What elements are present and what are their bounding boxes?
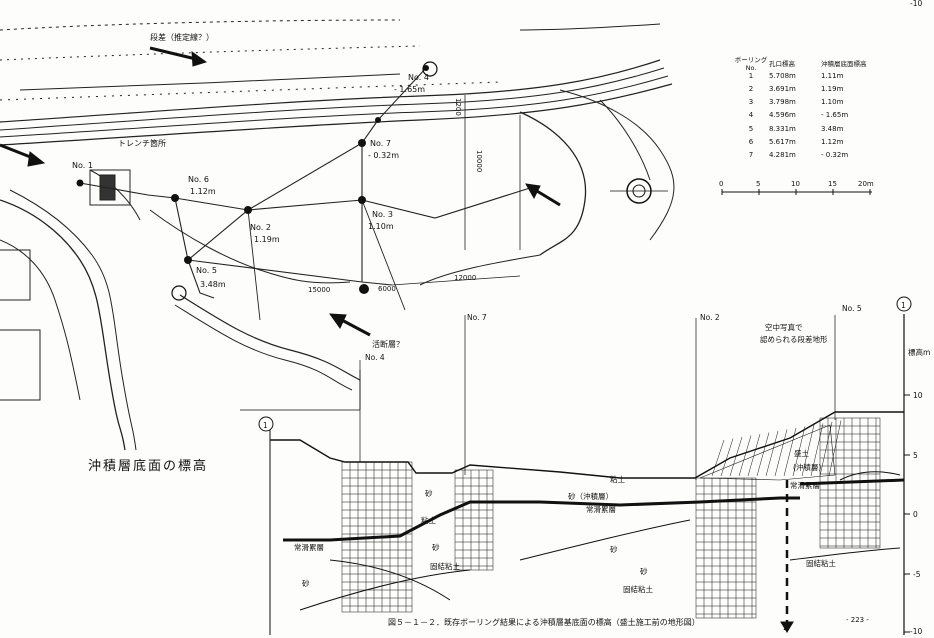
axis-tick-minus5: -5 [913, 570, 921, 579]
borehole-7-label: No. 7 [370, 139, 391, 148]
scale-bar-labels: 0 5 10 15 20m [719, 180, 874, 188]
table-row: 7 4.281m - 0.32m [748, 150, 849, 159]
borehole-2-value: 1.19m [254, 235, 280, 244]
fault1-label: 段差（推定線？） [150, 32, 214, 42]
svg-text:砂: 砂 [432, 542, 440, 552]
svg-text:盛土: 盛土 [794, 448, 809, 458]
fault-arrows [0, 46, 561, 337]
borehole-1-label: No. 1 [72, 161, 93, 170]
boring-label-no7: No. 7 [467, 313, 487, 322]
hatch-line [819, 421, 833, 477]
hatch-line [729, 436, 743, 477]
svg-text:砂: 砂 [302, 578, 310, 588]
dim-12000: 12000 [454, 274, 476, 282]
cross-section [240, 314, 910, 635]
borehole-table: ボーリング No. 孔口標高 沖積層底面標高 1 5.708m 1.11m 2 … [733, 56, 883, 162]
section-marker-right: 1 [901, 301, 906, 310]
svg-text:固結粘土: 固結粘土 [623, 584, 653, 594]
axis-tick-minus10: -10 [910, 627, 922, 636]
svg-text:固結粘土: 固結粘土 [430, 561, 460, 571]
svg-text:砂（沖積層）: 砂（沖積層） [568, 491, 613, 501]
table-row: 1 5.708m 1.11m [748, 71, 844, 80]
table-row: 4 4.596m - 1.65m [748, 111, 849, 120]
dim-15000: 15000 [308, 286, 330, 294]
table-row: 3 3.798m 1.10m [748, 98, 844, 107]
svg-text:常滑累層: 常滑累層 [790, 480, 820, 490]
axis-tick-10: 10 [913, 391, 923, 400]
borehole-5-value: 3.48m [200, 280, 226, 289]
hatch-line [810, 423, 824, 477]
borehole-3-label: No. 3 [372, 210, 393, 219]
hatch-line [783, 427, 797, 477]
svg-text:10: 10 [791, 180, 800, 188]
svg-text:常滑累層: 常滑累層 [586, 504, 616, 514]
hatch-line [828, 420, 842, 477]
hatch-line [801, 424, 815, 477]
section-marker-bottom: 2 [783, 622, 789, 633]
hatch-line [792, 426, 806, 477]
topographic-map [0, 19, 675, 451]
svg-text:15: 15 [828, 180, 837, 188]
table-row: 2 3.691m 1.19m [748, 84, 844, 93]
svg-text:砂: 砂 [610, 544, 618, 554]
table-row: 6 5.617m 1.12m [748, 137, 844, 146]
dim-6000: 6000 [378, 285, 396, 293]
section-axis-label: 標高m [908, 347, 930, 357]
svg-text:20m: 20m [858, 180, 874, 188]
boring-columns [341, 417, 881, 619]
borehole-markers [76, 65, 429, 294]
map-title: 沖積層底面の標高 [88, 459, 209, 474]
section-marker-left: 1 [263, 421, 268, 430]
hatch-line [765, 430, 779, 477]
svg-text:砂: 砂 [425, 488, 433, 498]
dim-10000: 10000 [475, 150, 483, 172]
borehole-6-value: 1.12m [190, 187, 216, 196]
figure-caption: 図５－１－２．既存ボーリング結果による沖積層基底面の標高（盛土施工前の地形図） [388, 618, 700, 627]
hatch-line [756, 432, 770, 477]
note-line-2: 認められる段差地形 [760, 334, 828, 344]
fault2-label: 活断層？ [372, 339, 404, 349]
page-number: - 223 - [846, 616, 869, 624]
axis-tick-5: 5 [913, 451, 918, 460]
borehole-2-label: No. 2 [250, 223, 271, 232]
hatch-line [774, 429, 788, 477]
borehole-5-label: No. 5 [196, 266, 217, 275]
svg-text:粘土: 粘土 [421, 515, 436, 525]
dim-1200: 1200 [454, 98, 462, 116]
map-labels: トレンチ箇所 段差（推定線？） 活断層？ 12000 6000 15000 10… [72, 32, 483, 349]
borehole-4-label: No. 4 [408, 73, 429, 82]
borehole-7-value: - 0.32m [368, 151, 399, 160]
scale-bar [721, 189, 872, 195]
borehole-3-value: 1.10m [368, 222, 394, 231]
svg-text:5: 5 [756, 180, 760, 188]
boring-label-no5: No. 5 [842, 304, 862, 313]
boring-label-no2: No. 2 [700, 313, 720, 322]
svg-text:(沖積層): (沖積層) [793, 462, 821, 472]
svg-text:固結粘土: 固結粘土 [806, 558, 836, 568]
hatch-line [747, 433, 761, 477]
svg-text:粘土: 粘土 [610, 474, 625, 484]
hatch-line [738, 435, 752, 477]
section-labels: 1 1 2 標高m 10 5 0 -5 -10 -10 空中写真で 認められる段… [258, 0, 930, 636]
borehole-6-label: No. 6 [188, 175, 209, 184]
axis-tick-0: 0 [913, 510, 918, 519]
axis-tick-top: -10 [910, 0, 922, 8]
table-header-row: ボーリング No. 孔口標高 沖積層底面標高 [734, 55, 867, 72]
hatch-line [711, 439, 725, 477]
boring-label-no4: No. 4 [365, 353, 385, 362]
table-row: 5 8.331m 3.48m [748, 124, 844, 133]
note-line-1: 空中写真で [765, 322, 803, 332]
trench-label: トレンチ箇所 [118, 138, 166, 148]
hatch-line [720, 438, 734, 477]
svg-text:常滑累層: 常滑累層 [294, 542, 324, 552]
svg-text:砂: 砂 [640, 566, 648, 576]
borehole-4-value: - 1.65m [394, 85, 425, 94]
svg-text:0: 0 [719, 180, 723, 188]
